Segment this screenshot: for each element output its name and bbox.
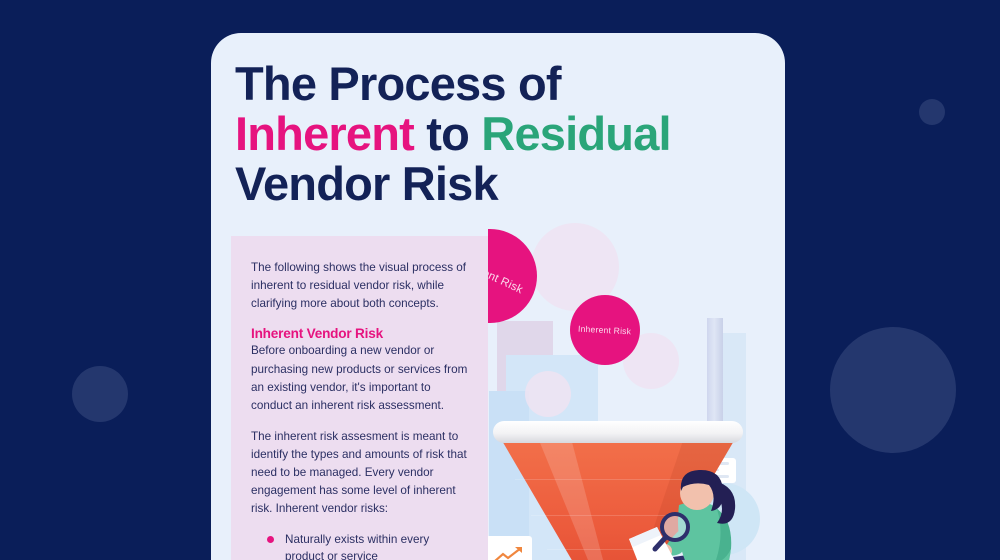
backdrop-block-blue-2 [489,391,529,560]
risk-bubble-label: Inherent Risk [578,323,632,337]
text-panel: The following shows the visual process o… [231,236,488,560]
title-word-to: to [414,106,482,160]
person-illustration [629,469,736,560]
bullet-dot-icon [267,535,274,543]
title-word-inherent: Inherent [235,106,415,160]
paragraph-before-onboarding: Before onboarding a new vendor or purcha… [251,344,468,412]
infographic-card: The Process of Inherent to Residual Vend… [211,33,785,560]
chart-card-icon [488,536,532,560]
risk-bubble-labeled: Inherent Risk [570,295,640,365]
decorative-circle-left [72,366,128,422]
section-heading-inherent-vendor-risk: Inherent Vendor Risk [251,326,383,342]
risk-bubble-labeled: Inherent Risk [488,229,537,323]
bullet-list: Naturally exists within every product or… [251,531,468,560]
decorative-circle-top-right [919,99,945,125]
risk-bubble-labeled: Inherent Risk [488,269,490,316]
title-line-3: Vendor Risk [235,156,499,210]
funnel-line [547,549,689,550]
risk-bubble-label: Inherent Risk [488,255,525,297]
funnel-rim [493,421,743,443]
title-line-1: The Process of [235,57,562,110]
funnel-line [531,515,705,516]
funnel-line [515,479,721,480]
trend-arrow-icon [494,547,522,560]
title-word-residual: Residual [481,106,671,160]
ghost-bubble [525,371,571,417]
list-item-label: Naturally exists within every product or… [285,532,430,560]
paragraph-risk-assessment: The inherent risk assesment is meant to … [251,429,467,516]
decorative-circle-right [830,327,956,453]
intro-paragraph: The following shows the visual process o… [251,261,467,311]
page-title: The Process of Inherent to Residual Vend… [235,59,765,208]
list-item: Naturally exists within every product or… [267,531,468,560]
